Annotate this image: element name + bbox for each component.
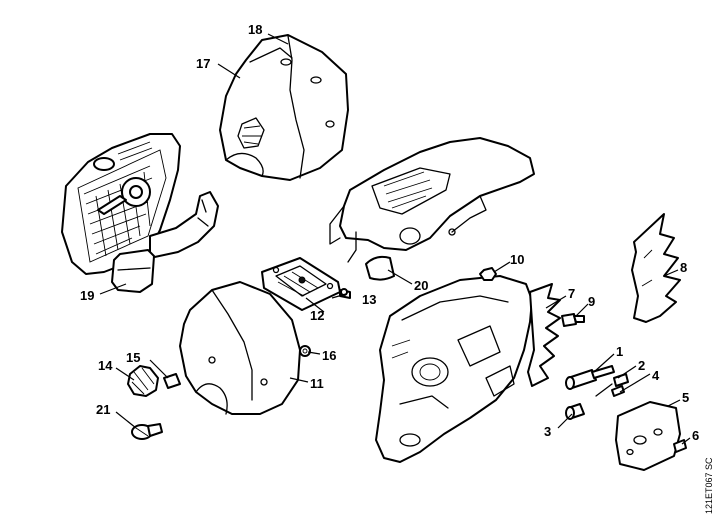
part-5-cover-plate <box>615 401 681 471</box>
callout-20: 20 <box>414 278 428 293</box>
callout-15: 15 <box>126 350 140 365</box>
callout-17: 17 <box>196 56 210 71</box>
callout-6: 6 <box>692 428 699 443</box>
callout-labels: 1 2 3 4 5 6 7 8 9 10 11 12 13 14 15 16 1… <box>80 22 699 443</box>
callout-2: 2 <box>638 358 645 373</box>
part-4-pin <box>611 385 625 397</box>
part-16-nut <box>299 345 311 357</box>
callout-19: 19 <box>80 288 94 303</box>
callout-10: 10 <box>510 252 524 267</box>
callout-8: 8 <box>680 260 687 275</box>
part-1-stud-bolt <box>565 365 615 390</box>
callout-4: 4 <box>652 368 660 383</box>
callout-11: 11 <box>310 376 324 391</box>
callout-12: 12 <box>310 308 324 323</box>
part-9-screw <box>561 313 585 327</box>
part-13-screw <box>339 288 351 299</box>
part-17-shroud-cover <box>219 34 349 181</box>
part-11-filter-cover <box>179 281 301 415</box>
callout-18: 18 <box>248 22 262 37</box>
callout-9: 9 <box>588 294 595 309</box>
crankcase-housing <box>375 275 533 463</box>
leader-lines <box>99 33 691 445</box>
callout-5: 5 <box>682 390 689 405</box>
callout-7: 7 <box>568 286 575 301</box>
part-12-filter-plate <box>261 257 341 311</box>
callout-13: 13 <box>362 292 376 307</box>
part-10-nut <box>479 267 497 281</box>
part-14-knob <box>127 365 159 397</box>
callout-14: 14 <box>98 358 113 373</box>
part-19-fan-housing <box>61 133 219 293</box>
part-7-spike-bumper <box>527 283 561 387</box>
part-21-screw <box>131 423 163 440</box>
part-20-top-cover <box>329 137 535 281</box>
callout-21: 21 <box>96 402 110 417</box>
drawing-code: 121ET067 SC <box>704 457 714 514</box>
callout-3: 3 <box>544 424 551 439</box>
part-8-spiked-bumper <box>631 213 681 323</box>
callout-16: 16 <box>322 348 336 363</box>
callout-1: 1 <box>616 344 623 359</box>
